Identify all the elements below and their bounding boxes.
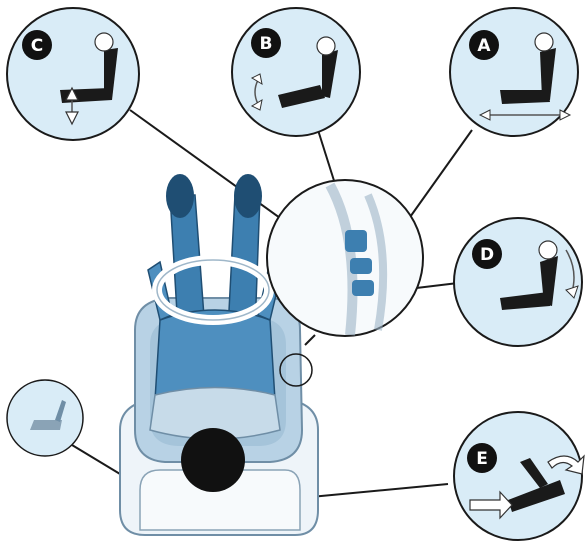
callout-d: D (454, 218, 582, 346)
small-seat-callout (7, 380, 83, 456)
callout-b: B (232, 8, 360, 136)
callout-a: A (450, 8, 578, 136)
badge-a: A (477, 36, 491, 56)
callout-c: C (7, 8, 139, 140)
callout-e: E (454, 412, 584, 540)
badge-b: B (260, 34, 273, 54)
badge-c: C (31, 36, 43, 56)
driver-head (181, 428, 245, 492)
badge-d: D (480, 245, 494, 265)
seat-controls-magnifier (267, 180, 423, 336)
badge-e: E (476, 449, 488, 469)
